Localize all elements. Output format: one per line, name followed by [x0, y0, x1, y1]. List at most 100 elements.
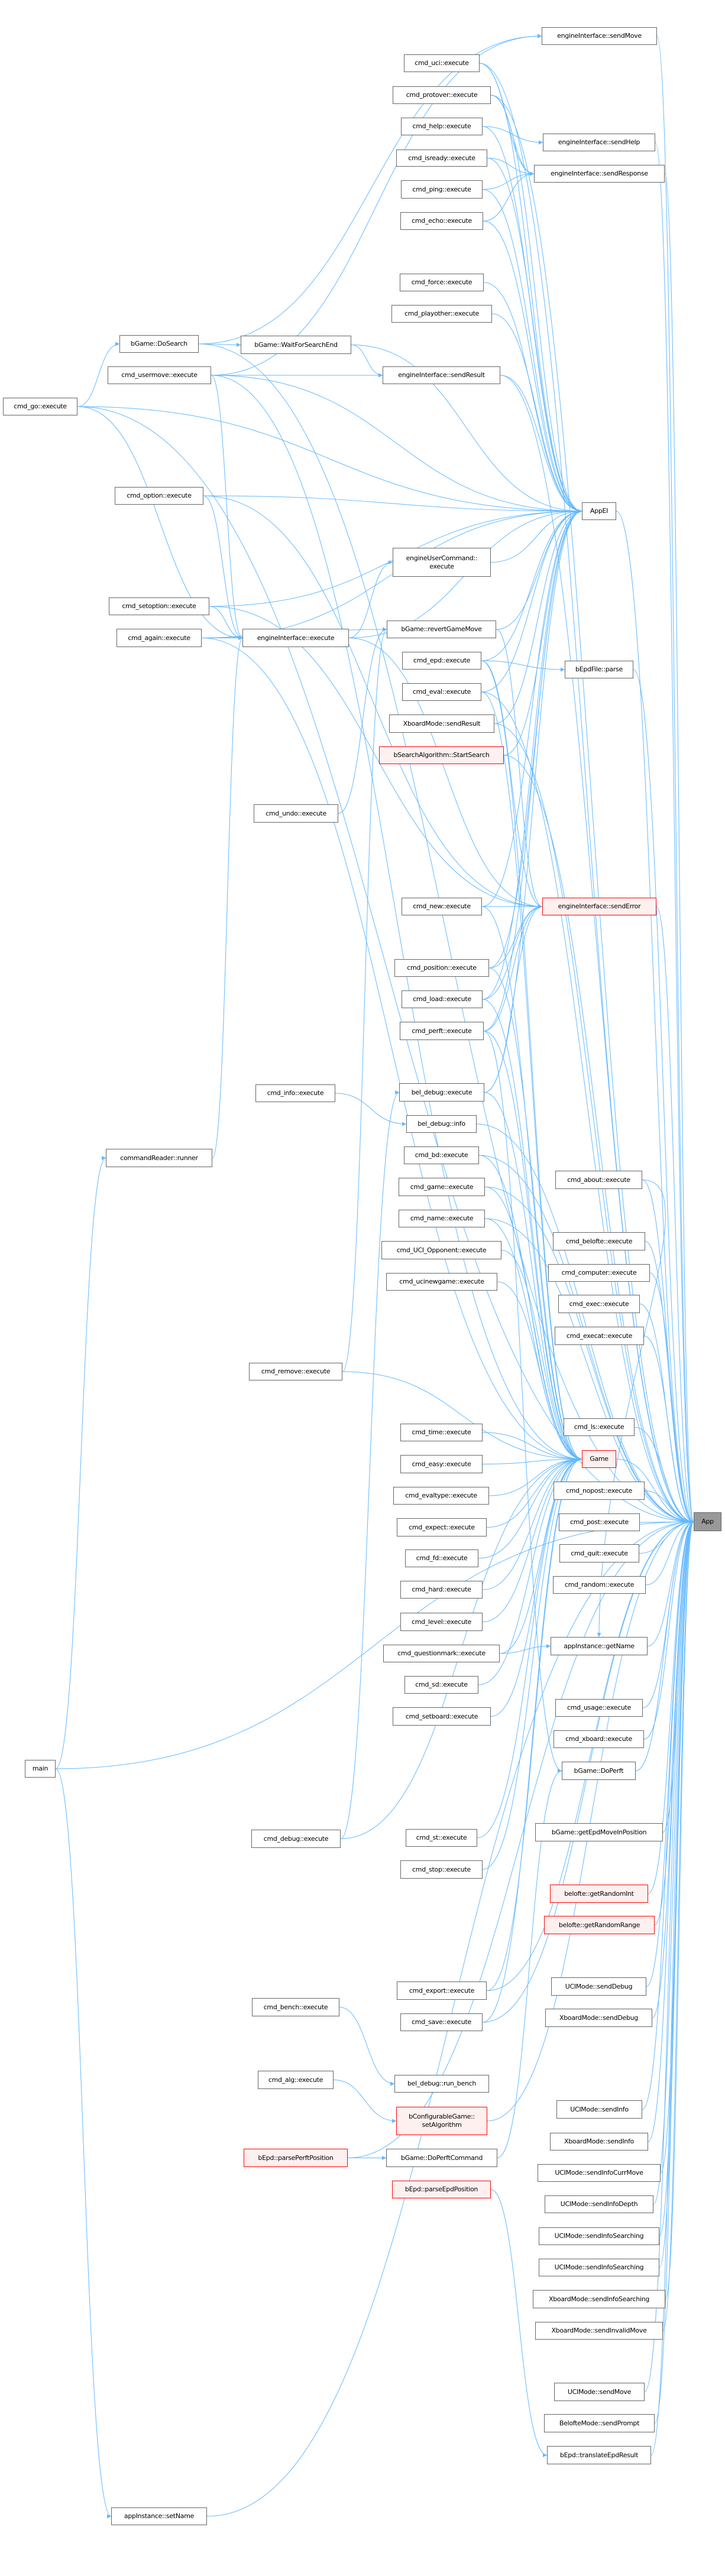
- node-xboardmode-sendinfosearching[interactable]: XboardMode::sendInfoSearching: [533, 2290, 665, 2308]
- node-xboardmode-sendresult[interactable]: XboardMode::sendResult: [389, 714, 494, 733]
- node-cmd-belofte-execute[interactable]: cmd_belofte::execute: [553, 1232, 645, 1250]
- node-ucimode-sendinfosearching[interactable]: UCIMode::sendInfoSearching: [539, 2227, 659, 2245]
- node-ucimode-senddebug[interactable]: UCIMode::sendDebug: [551, 1977, 646, 1996]
- node-beloftemode-sendprompt[interactable]: BelofteMode::sendPrompt: [544, 2414, 655, 2432]
- node-cmd-protover-execute[interactable]: cmd_protover::execute: [393, 86, 491, 104]
- node-cmd-epd-execute[interactable]: cmd_epd::execute: [402, 652, 481, 670]
- node-cmd-evaltype-execute[interactable]: cmd_evaltype::execute: [393, 1487, 489, 1505]
- node-engineinterface-sendhelp[interactable]: engineInterface::sendHelp: [543, 134, 655, 151]
- node-bel-debug-run-bench[interactable]: bel_debug::run_bench: [394, 2075, 489, 2093]
- node-cmd-setboard-execute[interactable]: cmd_setboard::execute: [393, 1707, 491, 1726]
- node-bgame-waitforsearchend[interactable]: bGame::WaitForSearchEnd: [241, 336, 351, 354]
- node-bgame-dosearch[interactable]: bGame::DoSearch: [119, 335, 199, 353]
- node-cmd-echo-execute[interactable]: cmd_echo::execute: [400, 212, 483, 230]
- node-bgame-doperftcommand[interactable]: bGame::DoPerftCommand: [386, 2149, 497, 2167]
- node-cmd-bd-execute[interactable]: cmd_bd::execute: [404, 1146, 479, 1164]
- node-cmd-game-execute[interactable]: cmd_game::execute: [399, 1178, 485, 1196]
- node-main[interactable]: main: [25, 1760, 56, 1778]
- node-cmd-hard-execute[interactable]: cmd_hard::execute: [400, 1581, 483, 1599]
- node-cmd-isready-execute[interactable]: cmd_isready::execute: [396, 150, 487, 167]
- node-cmd-new-execute[interactable]: cmd_new::execute: [402, 898, 482, 915]
- node-cmd-debug-execute[interactable]: cmd_debug::execute: [251, 1830, 341, 1848]
- node-cmd-setoption-execute[interactable]: cmd_setoption::execute: [109, 597, 209, 615]
- node-cmd-playother-execute[interactable]: cmd_playother::execute: [391, 305, 492, 323]
- node-cmd-undo-execute[interactable]: cmd_undo::execute: [254, 804, 338, 823]
- node-cmd-help-execute[interactable]: cmd_help::execute: [401, 118, 483, 135]
- node-cmd-post-execute[interactable]: cmd_post::execute: [559, 1513, 640, 1531]
- node-cmd-go-execute[interactable]: cmd_go::execute: [3, 398, 77, 415]
- node-bepd-translateepdresult[interactable]: bEpd::translateEpdResult: [547, 2446, 651, 2464]
- node-cmd-questionmark-execute[interactable]: cmd_questionmark::execute: [383, 1645, 500, 1662]
- node-bconfigurablegame-setalgorithm[interactable]: bConfigurableGame:: setAlgorithm: [396, 2107, 487, 2135]
- node-game[interactable]: Game: [582, 1450, 616, 1468]
- node-cmd-exec-execute[interactable]: cmd_exec::execute: [558, 1295, 640, 1313]
- node-bepdfile-parse[interactable]: bEpdFile::parse: [565, 661, 633, 678]
- node-xboardmode-sendinfo[interactable]: XboardMode::sendInfo: [550, 2133, 648, 2151]
- node-cmd-uci-opponent-execute[interactable]: cmd_UCI_Opponent::execute: [381, 1241, 501, 1259]
- node-cmd-save-execute[interactable]: cmd_save::execute: [400, 2013, 483, 2031]
- node-cmd-about-execute[interactable]: cmd_about::execute: [555, 1171, 642, 1189]
- node-cmd-time-execute[interactable]: cmd_time::execute: [400, 1424, 483, 1441]
- node-bgame-doperft[interactable]: bGame::DoPerft: [562, 1762, 636, 1780]
- node-belofte-getrandomint[interactable]: belofte::getRandomInt: [550, 1885, 648, 1903]
- node-cmd-alg-execute[interactable]: cmd_alg::execute: [258, 2071, 334, 2089]
- node-app[interactable]: App: [694, 1512, 721, 1531]
- node-cmd-ping-execute[interactable]: cmd_ping::execute: [401, 180, 483, 199]
- node-cmd-expect-execute[interactable]: cmd_expect::execute: [397, 1518, 487, 1536]
- node-cmd-level-execute[interactable]: cmd_level::execute: [400, 1613, 483, 1631]
- node-cmd-position-execute[interactable]: cmd_position::execute: [394, 959, 489, 977]
- node-cmd-perft-execute[interactable]: cmd_perft::execute: [400, 1022, 484, 1040]
- node-cmd-quit-execute[interactable]: cmd_quit::execute: [559, 1544, 639, 1563]
- node-xboardmode-sendinvalidmove[interactable]: XboardMode::sendInvalidMove: [535, 2322, 663, 2340]
- node-cmd-easy-execute[interactable]: cmd_easy::execute: [400, 1455, 483, 1473]
- node-cmd-usage-execute[interactable]: cmd_usage::execute: [555, 1699, 643, 1717]
- node-cmd-again-execute[interactable]: cmd_again::execute: [116, 629, 202, 647]
- node-cmd-usermove-execute[interactable]: cmd_usermove::execute: [108, 366, 211, 384]
- node-cmd-ucinewgame-execute[interactable]: cmd_ucinewgame::execute: [386, 1273, 497, 1291]
- node-engineinterface-sendmove[interactable]: engineInterface::sendMove: [542, 27, 657, 45]
- node-cmd-export-execute[interactable]: cmd_export::execute: [397, 1981, 487, 2000]
- node-ucimode-sendinfo[interactable]: UCIMode::sendInfo: [556, 2100, 642, 2119]
- node-ucimode-sendinfosearching[interactable]: UCIMode::sendInfoSearching: [539, 2259, 659, 2276]
- node-bepd-parseperftposition[interactable]: bEpd::parsePerftPosition: [244, 2149, 348, 2167]
- node-bsearchalgorithm-startsearch[interactable]: bSearchAlgorithm::StartSearch: [379, 746, 504, 764]
- node-cmd-stop-execute[interactable]: cmd_stop::execute: [400, 1860, 483, 1879]
- node-cmd-execat-execute[interactable]: cmd_execat::execute: [555, 1327, 644, 1345]
- node-xboardmode-senddebug[interactable]: XboardMode::sendDebug: [545, 2009, 652, 2027]
- node-cmd-info-execute[interactable]: cmd_info::execute: [255, 1084, 335, 1102]
- node-cmd-ls-execute[interactable]: cmd_ls::execute: [564, 1418, 635, 1436]
- node-commandreader-runner[interactable]: commandReader::runner: [106, 1149, 212, 1167]
- node-bepd-parseepdposition[interactable]: bEpd::parseEpdPosition: [392, 2181, 491, 2198]
- node-engineinterface-sendresult[interactable]: engineInterface::sendResult: [383, 366, 500, 384]
- node-ucimode-sendinfodepth[interactable]: UCIMode::sendInfoDepth: [545, 2195, 653, 2213]
- node-engineinterface-senderror[interactable]: engineInterface::sendError: [542, 898, 656, 915]
- node-cmd-fd-execute[interactable]: cmd_fd::execute: [405, 1550, 478, 1567]
- node-bel-debug-info[interactable]: bel_debug::info: [406, 1115, 477, 1133]
- node-appinstance-getname[interactable]: appInstance::getName: [551, 1637, 648, 1655]
- node-bel-debug-execute[interactable]: bel_debug::execute: [399, 1083, 484, 1102]
- node-engineusercommand-execute[interactable]: engineUserCommand:: execute: [393, 548, 491, 577]
- node-cmd-uci-execute[interactable]: cmd_uci::execute: [404, 54, 480, 72]
- node-cmd-sd-execute[interactable]: cmd_sd::execute: [404, 1676, 478, 1694]
- node-cmd-computer-execute[interactable]: cmd_computer::execute: [548, 1264, 650, 1282]
- node-cmd-name-execute[interactable]: cmd_name::execute: [399, 1210, 485, 1227]
- node-cmd-nopost-execute[interactable]: cmd_nopost::execute: [554, 1482, 645, 1500]
- node-cmd-remove-execute[interactable]: cmd_remove::execute: [249, 1363, 342, 1380]
- node-cmd-st-execute[interactable]: cmd_st::execute: [406, 1829, 477, 1847]
- node-appinstance-setname[interactable]: appInstance::setName: [111, 2507, 207, 2525]
- node-cmd-force-execute[interactable]: cmd_force::execute: [400, 274, 484, 291]
- node-cmd-bench-execute[interactable]: cmd_bench::execute: [252, 1998, 339, 2016]
- node-cmd-load-execute[interactable]: cmd_load::execute: [402, 990, 483, 1008]
- node-cmd-xboard-execute[interactable]: cmd_xboard::execute: [554, 1730, 644, 1748]
- node-bgame-revertgamemove[interactable]: bGame::revertGameMove: [387, 621, 496, 638]
- node-engineinterface-sendresponse[interactable]: engineInterface::sendResponse: [534, 165, 665, 183]
- node-cmd-option-execute[interactable]: cmd_option::execute: [115, 487, 203, 505]
- node-appei[interactable]: AppEI: [582, 502, 616, 520]
- node-engineinterface-execute[interactable]: engineInterface::execute: [242, 629, 349, 647]
- node-ucimode-sendmove[interactable]: UCIMode::sendMove: [554, 2383, 645, 2401]
- node-bgame-getepdmoveinposition[interactable]: bGame::getEpdMoveInPosition: [535, 1823, 663, 1841]
- node-cmd-random-execute[interactable]: cmd_random::execute: [553, 1576, 646, 1594]
- node-cmd-eval-execute[interactable]: cmd_eval::execute: [402, 683, 481, 701]
- node-belofte-getrandomrange[interactable]: belofte::getRandomRange: [544, 1916, 655, 1934]
- node-ucimode-sendinfocurrmove[interactable]: UCIMode::sendInfoCurrMove: [538, 2164, 661, 2182]
